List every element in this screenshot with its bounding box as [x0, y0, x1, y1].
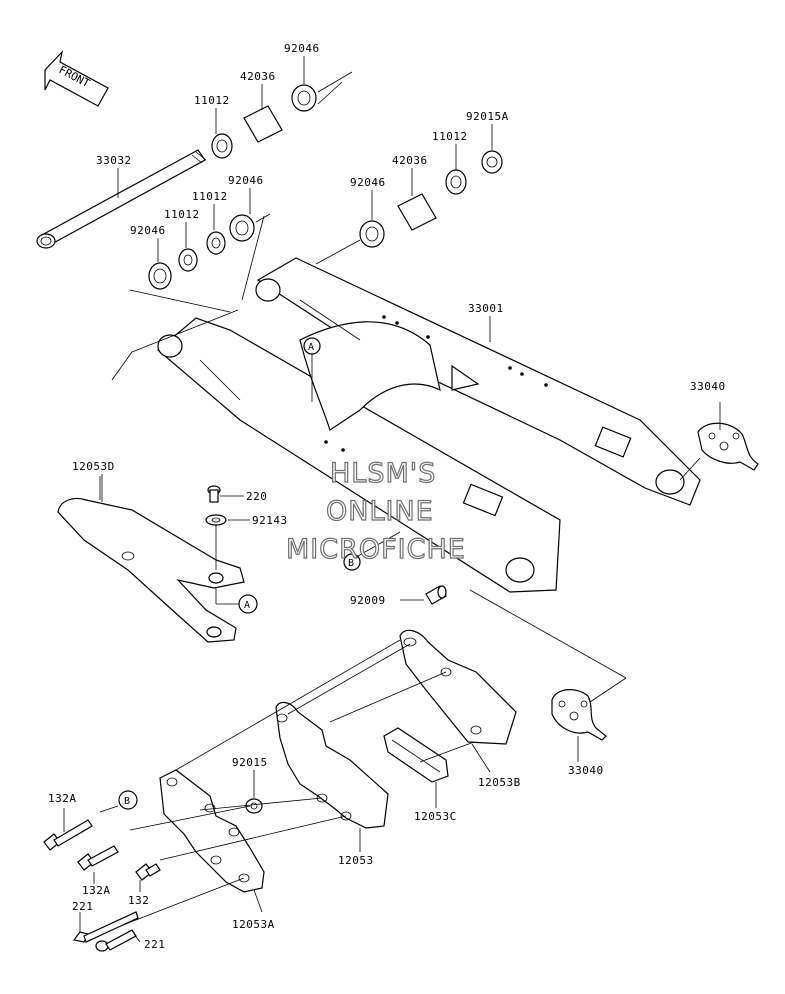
label-92046-c: 92046 — [130, 224, 166, 237]
label-92143: 92143 — [252, 514, 288, 527]
chain-guide-12053 — [275, 701, 389, 852]
watermark-line2: ONLINE — [326, 496, 434, 527]
label-92009: 92009 — [350, 594, 386, 607]
watermark-line3: MICROFICHE — [286, 534, 466, 565]
svg-text:B: B — [124, 796, 130, 807]
bolt-132a-upper — [43, 808, 93, 851]
label-11012-a: 11012 — [194, 94, 230, 107]
label-12053: 12053 — [338, 854, 374, 867]
label-221-lower: 221 — [144, 938, 165, 951]
callout-a-top: A — [303, 337, 321, 402]
label-42036-b: 42036 — [392, 154, 428, 167]
chain-guide-12053b — [399, 629, 517, 773]
label-12053a: 12053A — [232, 918, 275, 931]
bearing-set-left — [129, 213, 271, 313]
label-12053b: 12053B — [478, 776, 521, 789]
label-11012-d: 11012 — [432, 130, 468, 143]
bolt-132a-lower — [77, 845, 119, 884]
label-132a-upper: 132A — [48, 792, 77, 805]
svg-text:B: B — [348, 558, 354, 569]
guard-plate-12053a — [159, 769, 265, 913]
callout-b-top: B — [343, 531, 401, 571]
callout-a-bottom: A — [238, 594, 258, 614]
svg-text:A: A — [244, 600, 250, 611]
bearing-set-upper — [211, 71, 353, 159]
label-92046-b: 92046 — [228, 174, 264, 187]
label-33040-upper: 33040 — [690, 380, 726, 393]
label-11012-b: 11012 — [192, 190, 228, 203]
swing-arm-33001 — [111, 257, 701, 593]
chain-adjuster-upper-33040 — [679, 402, 759, 481]
label-221-upper: 221 — [72, 900, 93, 913]
bolt-221-upper — [72, 911, 139, 943]
bolt-132 — [135, 863, 161, 892]
chain-adjuster-lower-33040 — [469, 589, 627, 762]
part-labels: 92046 42036 11012 33032 92046 11012 1101… — [48, 42, 726, 951]
bolt-220 — [207, 485, 244, 503]
label-33040-lower: 33040 — [568, 764, 604, 777]
assembly-lines — [109, 639, 475, 931]
bolt-92009 — [400, 585, 447, 605]
label-33032: 33032 — [96, 154, 132, 167]
chain-guide-12053d — [57, 474, 245, 643]
callout-b-bottom: B — [99, 790, 138, 813]
label-92015a: 92015A — [466, 110, 509, 123]
front-arrow-icon: FRONT — [44, 50, 109, 107]
label-220: 220 — [246, 490, 267, 503]
label-92046-d: 92046 — [350, 176, 386, 189]
label-12053c: 12053C — [414, 810, 457, 823]
label-92046-a: 92046 — [284, 42, 320, 55]
label-11012-c: 11012 — [164, 208, 200, 221]
label-33001: 33001 — [468, 302, 504, 315]
svg-text:A: A — [308, 342, 314, 353]
watermark-line1: HLSM'S — [330, 458, 436, 489]
pivot-shaft-33032 — [36, 149, 207, 249]
bolt-221-lower — [95, 929, 141, 952]
label-12053d: 12053D — [72, 460, 115, 473]
nut-92015 — [245, 770, 263, 814]
watermark: HLSM'S ONLINE MICROFICHE — [285, 457, 466, 565]
label-132a-lower: 132A — [82, 884, 111, 897]
washer-92143 — [205, 514, 250, 526]
label-92015: 92015 — [232, 756, 268, 769]
bearing-set-right — [315, 150, 503, 265]
chain-guide-12053c — [383, 727, 449, 808]
label-132: 132 — [128, 894, 149, 907]
label-42036-a: 42036 — [240, 70, 276, 83]
